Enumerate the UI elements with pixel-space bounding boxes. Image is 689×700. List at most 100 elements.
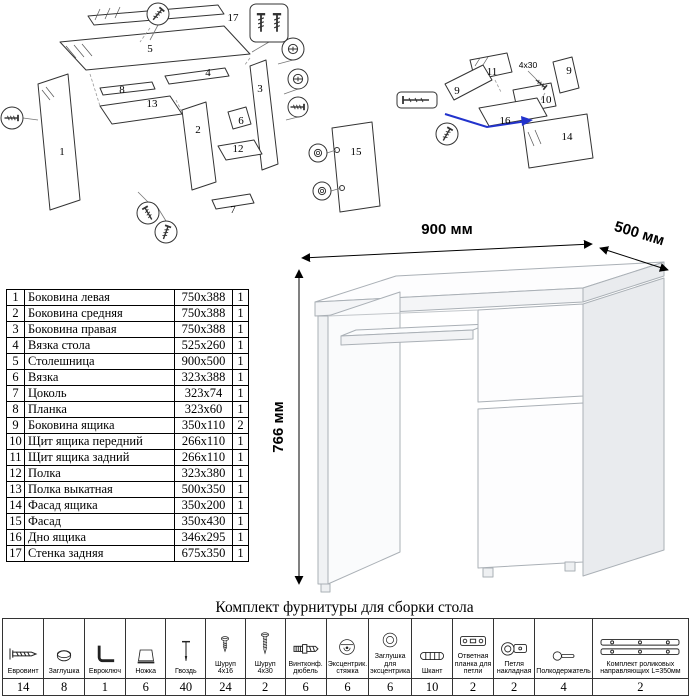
part-qty: 2: [232, 417, 249, 434]
part-labels: 17 5 4 8 1 13 2 3 6 12 7 15: [59, 12, 362, 216]
hw-col-vintkonf-dyubel: Винтконф. дюбель: [284, 618, 327, 679]
parts-table-row: 2 Боковина средняя 750x388 1: [6, 305, 249, 322]
hw-item-name: Ответная планка для петли: [454, 653, 492, 676]
hw-item-name: Полкодержатель: [536, 668, 591, 676]
hw-item-qty: 6: [124, 678, 167, 696]
panel-brace: [164, 67, 230, 85]
callout-screws-box: [249, 3, 289, 43]
hw-item-name: Евровинт: [7, 668, 39, 676]
hw-item-qty: 2: [591, 678, 689, 696]
panel-left-side: [37, 73, 81, 211]
part-qty: 1: [232, 321, 249, 338]
cabinet-drawer-front: [477, 303, 584, 403]
insert-arrow-head: [521, 116, 533, 126]
drawer-side-left: [444, 64, 493, 101]
hatch-marks: [41, 6, 121, 101]
wood-dowel-icon: [420, 652, 445, 661]
part-number: 12: [6, 465, 25, 482]
height-dimension-label: 766 мм: [270, 401, 287, 452]
part-size: 525x260: [174, 337, 233, 354]
parts-table-row: 11 Щит ящика задний 266x110 1: [6, 449, 249, 466]
part-number: 1: [6, 289, 25, 306]
part-label: 3: [257, 83, 263, 95]
hw-item-name: Евроключ: [88, 668, 121, 676]
part-qty: 1: [232, 529, 249, 546]
cabinet-right-side: [582, 277, 665, 577]
part-qty: 1: [232, 481, 249, 498]
hw-col-eurokey: Евроключ: [83, 618, 126, 679]
part-name: Вязка: [24, 369, 175, 386]
part-label: 4: [205, 67, 211, 79]
part-label: 9: [454, 85, 460, 97]
dimension-lines: [294, 239, 669, 585]
part-number: 4: [6, 337, 25, 354]
parts-table: 1 Боковина левая 750x388 1 2 Боковина ср…: [6, 289, 249, 562]
part-name: Боковина правая: [24, 321, 175, 338]
part-size: 323x380: [174, 465, 233, 482]
hw-item-qty: 2: [452, 678, 494, 696]
left-panel-inner-face: [327, 291, 401, 585]
part-qty: 1: [232, 433, 249, 450]
part-number: 3: [6, 321, 25, 338]
hw-item-qty: 8: [43, 678, 85, 696]
hw-col-gvozd: Гвоздь: [165, 618, 207, 679]
parts-table-row: 7 Цоколь 323x74 1: [6, 385, 249, 402]
part-name: Боковина левая: [24, 289, 175, 306]
part-name: Боковина средняя: [24, 305, 175, 322]
part-name: Дно ящика: [24, 529, 175, 546]
part-label: 8: [119, 84, 125, 96]
part-number: 8: [6, 401, 25, 418]
part-size: 350x430: [174, 513, 233, 530]
foot-icon: [137, 650, 155, 664]
parts-table-row: 14 Фасад ящика 350x200 1: [6, 497, 249, 514]
part-name: Полка выкатная: [24, 481, 175, 498]
part-size: 266x110: [174, 449, 233, 466]
assembly-axes: [89, 27, 251, 113]
drawer-bottom: [478, 97, 548, 127]
parts-table-row: 6 Вязка 323x388 1: [6, 369, 249, 386]
part-number: 7: [6, 385, 25, 402]
panel-tie: [227, 106, 252, 130]
hw-item-qty: 6: [368, 678, 413, 696]
part-label: 16: [500, 115, 512, 127]
drawer-exploded-diagram: 11 9 9 10 16 14 4x30: [396, 52, 594, 169]
callout-leaders: [22, 24, 342, 222]
part-qty: 1: [232, 401, 249, 418]
hinge-plate-icon: [460, 636, 486, 647]
hw-item-qty: 6: [284, 678, 327, 696]
hw-col-otvetnaya-planka: Ответная планка для петли: [452, 618, 494, 679]
part-name: Вязка стола: [24, 337, 175, 354]
confirmat-screw-icon: [402, 96, 429, 104]
cap-icon: [56, 650, 72, 662]
hw-item-qty: 14: [1, 678, 45, 696]
desk-body: [314, 261, 665, 593]
part-number: 14: [6, 497, 25, 514]
panel-middle-side: [181, 101, 217, 191]
hw-item-name: Шуруп 4x16: [215, 660, 236, 676]
part-name: Стенка задняя: [24, 545, 175, 562]
hardware-kit-title: Комплект фурнитуры для сборки стола: [215, 599, 474, 616]
hw-col-petlya: Петля накладная: [492, 618, 536, 679]
hw-col-shurup-4x30: Шуруп 4x30: [244, 618, 286, 679]
part-name: Полка: [24, 465, 175, 482]
part-qty: 1: [232, 497, 249, 514]
part-label: 17: [228, 12, 240, 24]
part-number: 5: [6, 353, 25, 370]
parts-table-body: 1 Боковина левая 750x388 1 2 Боковина ср…: [6, 289, 249, 562]
part-number: 13: [6, 481, 25, 498]
roller-guides-icon: [600, 639, 680, 655]
hw-item-qty: 4: [534, 678, 593, 696]
hw-item-name: Комплект роликовых направляющих L=350мм: [600, 660, 681, 676]
hatch-marks: [474, 56, 542, 147]
hardware-counts-row: 14 8 1 6 40 24 2 6 6 6 10 2 2 4 2: [1, 678, 689, 696]
hex-key-icon: [97, 646, 115, 663]
hw-item-qty: 2: [492, 678, 536, 696]
confirmat-screw-icon: [9, 648, 38, 661]
part-label: 14: [562, 131, 574, 143]
hw-item-qty: 24: [205, 678, 246, 696]
keyboard-tray-front: [340, 329, 474, 346]
hw-item-name: Заглушка для эксцентрика: [370, 653, 411, 676]
part-name: Фасад: [24, 513, 175, 530]
callout-hinge-icon: [308, 143, 328, 163]
parts-table-row: 8 Планка 323x60 1: [6, 401, 249, 418]
